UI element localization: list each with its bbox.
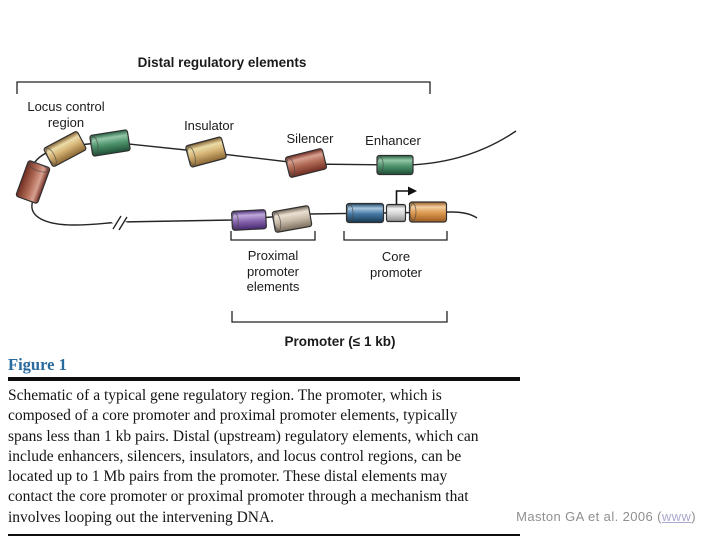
caption-line: Schematic of a typical gene regulatory r… bbox=[8, 387, 442, 404]
proximal-taupe-cylinder bbox=[271, 205, 313, 233]
core-bracket bbox=[343, 231, 448, 241]
caption-line: contact the core promoter or proximal pr… bbox=[8, 488, 469, 506]
insulator-cylinder bbox=[185, 136, 227, 168]
locus-control-tan-cylinder bbox=[43, 131, 87, 167]
core-blue-cylinder bbox=[345, 202, 385, 224]
proximal-purple-cylinder bbox=[231, 209, 267, 231]
transcription-start-arrow bbox=[395, 186, 417, 204]
proximal-promoter-label: Proximal promoter elements bbox=[247, 248, 300, 295]
caption-line: located up to 1 Mb pairs from the promot… bbox=[8, 468, 448, 486]
core-label-line2: promoter bbox=[369, 264, 423, 280]
caption-line: spans less than 1 kb pairs. Distal (upst… bbox=[8, 427, 479, 445]
proximal-label-line1: Proximal bbox=[247, 248, 299, 263]
caption-top-rule bbox=[8, 377, 520, 381]
insulator-label: Insulator bbox=[184, 118, 234, 133]
caption-line: involves looping out the intervening DNA… bbox=[8, 508, 275, 526]
lower-dna-strand bbox=[31, 199, 478, 226]
silencer-cylinder bbox=[284, 148, 328, 178]
strand-break-slashes bbox=[110, 214, 129, 231]
core-orange-cylinder bbox=[408, 201, 448, 223]
locus-control-label: Locus control region bbox=[27, 99, 104, 130]
locus-control-label-line1: Locus control bbox=[27, 99, 105, 114]
caption-line: include enhancers, silencers, insulators… bbox=[8, 447, 462, 465]
caption-line: composed of a core promoter and proximal… bbox=[8, 407, 458, 425]
citation-text: Maston GA et al. 2006 ( bbox=[516, 509, 662, 524]
figure-caption: Schematic of a typical gene regulatory r… bbox=[8, 386, 538, 528]
figure-label: Figure 1 bbox=[8, 355, 67, 374]
core-label-line1: Core bbox=[381, 249, 411, 264]
promoter-size-label: Promoter (≤ 1 kb) bbox=[284, 334, 396, 349]
silencer-label: Silencer bbox=[286, 131, 334, 146]
promoter-bracket bbox=[231, 311, 448, 323]
citation: Maston GA et al. 2006 (www) bbox=[516, 509, 696, 524]
distal-bracket bbox=[16, 81, 431, 94]
enhancer-cylinder bbox=[376, 154, 414, 176]
citation-www-link[interactable]: www bbox=[661, 509, 692, 524]
core-promoter-label: Core promoter bbox=[370, 249, 422, 280]
core-gray-cylinder bbox=[385, 203, 407, 223]
proximal-label-line3: elements bbox=[246, 279, 300, 294]
locus-control-green-cylinder bbox=[89, 129, 131, 157]
proximal-bracket bbox=[230, 231, 316, 241]
caption-bottom-rule bbox=[8, 534, 520, 536]
citation-suffix: ) bbox=[691, 509, 696, 524]
locus-control-label-line2: region bbox=[47, 114, 85, 130]
enhancer-label: Enhancer bbox=[365, 133, 421, 148]
locus-control-red-cylinder bbox=[15, 160, 51, 204]
distal-elements-title: Distal regulatory elements bbox=[137, 55, 307, 70]
proximal-label-line2: promoter bbox=[246, 263, 300, 279]
